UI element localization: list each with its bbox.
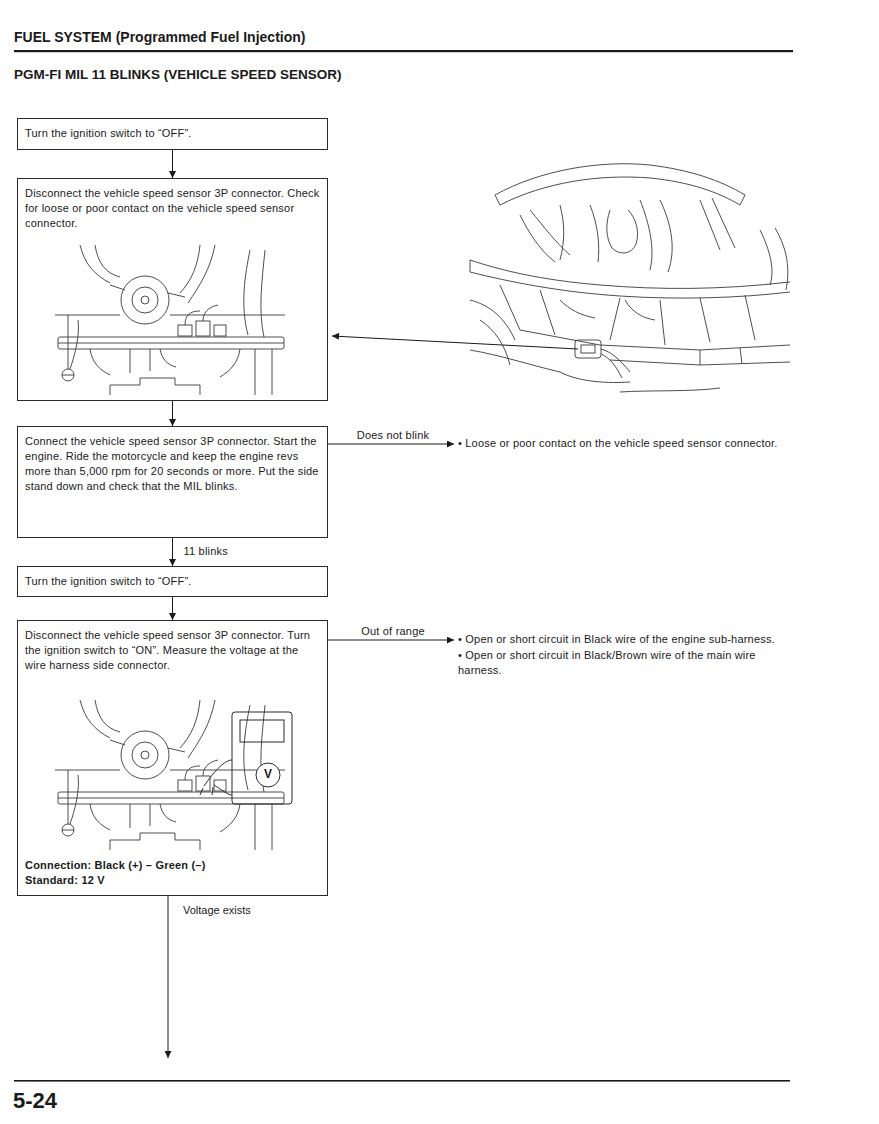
step-text: • Open or short circuit in Black wire of… <box>458 632 788 647</box>
branch-label: Voltage exists <box>183 904 251 916</box>
step-text: • Loose or poor contact on the vehicle s… <box>458 436 788 451</box>
drawing-stroke <box>610 295 755 345</box>
leader-arrow <box>332 336 578 349</box>
branch-label: Does not blink <box>355 429 432 442</box>
drawing-stroke <box>470 260 790 288</box>
step-text: Connect the vehicle speed sensor 3P conn… <box>25 434 320 494</box>
drawing-stroke <box>560 205 599 262</box>
drawing-stroke <box>500 177 740 205</box>
drawing-stroke <box>14 1080 790 1082</box>
drawing-stroke <box>470 350 560 372</box>
spec-text: Connection: Black (+) – Green (–) <box>25 858 320 873</box>
drawing-stroke <box>700 198 735 250</box>
drawing-stroke <box>575 340 601 358</box>
branch-label: Out of range <box>359 625 427 638</box>
drawing-stroke <box>700 348 742 365</box>
drawing-stroke <box>470 272 790 298</box>
drawing-stroke <box>232 712 292 804</box>
step-text: Disconnect the vehicle speed sensor 3P c… <box>25 186 320 231</box>
drawing-stroke <box>560 372 720 392</box>
flow-connector <box>172 150 173 178</box>
flow-connector <box>172 597 173 620</box>
drawing-stroke <box>14 50 793 52</box>
drawing-stroke <box>640 200 672 272</box>
drawing-stroke <box>600 345 790 350</box>
drawing-stroke <box>240 720 284 742</box>
drawing-stroke <box>200 787 213 795</box>
step-text: Turn the ignition switch to “OFF”. <box>25 574 320 589</box>
drawing-stroke <box>520 210 570 262</box>
branch-label: 11 blinks <box>182 545 230 558</box>
process-box: Disconnect the vehicle speed sensor 3P c… <box>17 620 328 896</box>
flow-connector <box>172 401 173 426</box>
result-note: • Open or short circuit in Black wire of… <box>458 632 788 692</box>
page-title: PGM-FI MIL 11 BLINKS (VEHICLE SPEED SENS… <box>14 67 342 82</box>
process-box: Connect the vehicle speed sensor 3P conn… <box>17 426 328 538</box>
process-box: Turn the ignition switch to “OFF”. <box>17 118 328 150</box>
drawing-stroke <box>601 349 630 378</box>
drawing-stroke <box>495 195 745 205</box>
drawing-stroke <box>760 228 788 290</box>
drawing-stroke <box>204 760 232 786</box>
page-number: 5-24 <box>13 1088 57 1114</box>
running-header: FUEL SYSTEM (Programmed Fuel Injection) <box>14 29 305 45</box>
process-box: Disconnect the vehicle speed sensor 3P c… <box>17 178 328 401</box>
drawing-stroke <box>560 300 655 320</box>
illustration-space <box>25 231 320 393</box>
drawing-stroke <box>607 210 638 253</box>
drawing-stroke <box>581 345 595 353</box>
drawing-stroke <box>214 785 232 795</box>
drawing-stroke <box>55 700 285 850</box>
drawing-stroke <box>55 245 285 395</box>
drawing-stroke <box>256 763 280 787</box>
voltmeter <box>200 712 292 804</box>
spec-text: Standard: 12 V <box>25 873 320 888</box>
process-box: Turn the ignition switch to “OFF”. <box>17 566 328 597</box>
frame-engine-illustration <box>470 164 790 392</box>
step-text: Disconnect the vehicle speed sensor 3P c… <box>25 628 320 673</box>
drawing-stroke <box>470 300 515 365</box>
continuation-arrow <box>168 896 169 1058</box>
step-text: • Open or short circuit in Black/Brown w… <box>458 648 788 678</box>
illustration-space <box>25 673 320 858</box>
result-note: • Loose or poor contact on the vehicle s… <box>458 436 788 466</box>
step-text: Turn the ignition switch to “OFF”. <box>25 126 320 141</box>
flow-connector <box>328 640 454 641</box>
drawing-stroke <box>470 260 471 272</box>
meter-symbol: V <box>264 767 272 781</box>
flow-connector <box>328 444 454 445</box>
flow-connector <box>172 538 173 566</box>
